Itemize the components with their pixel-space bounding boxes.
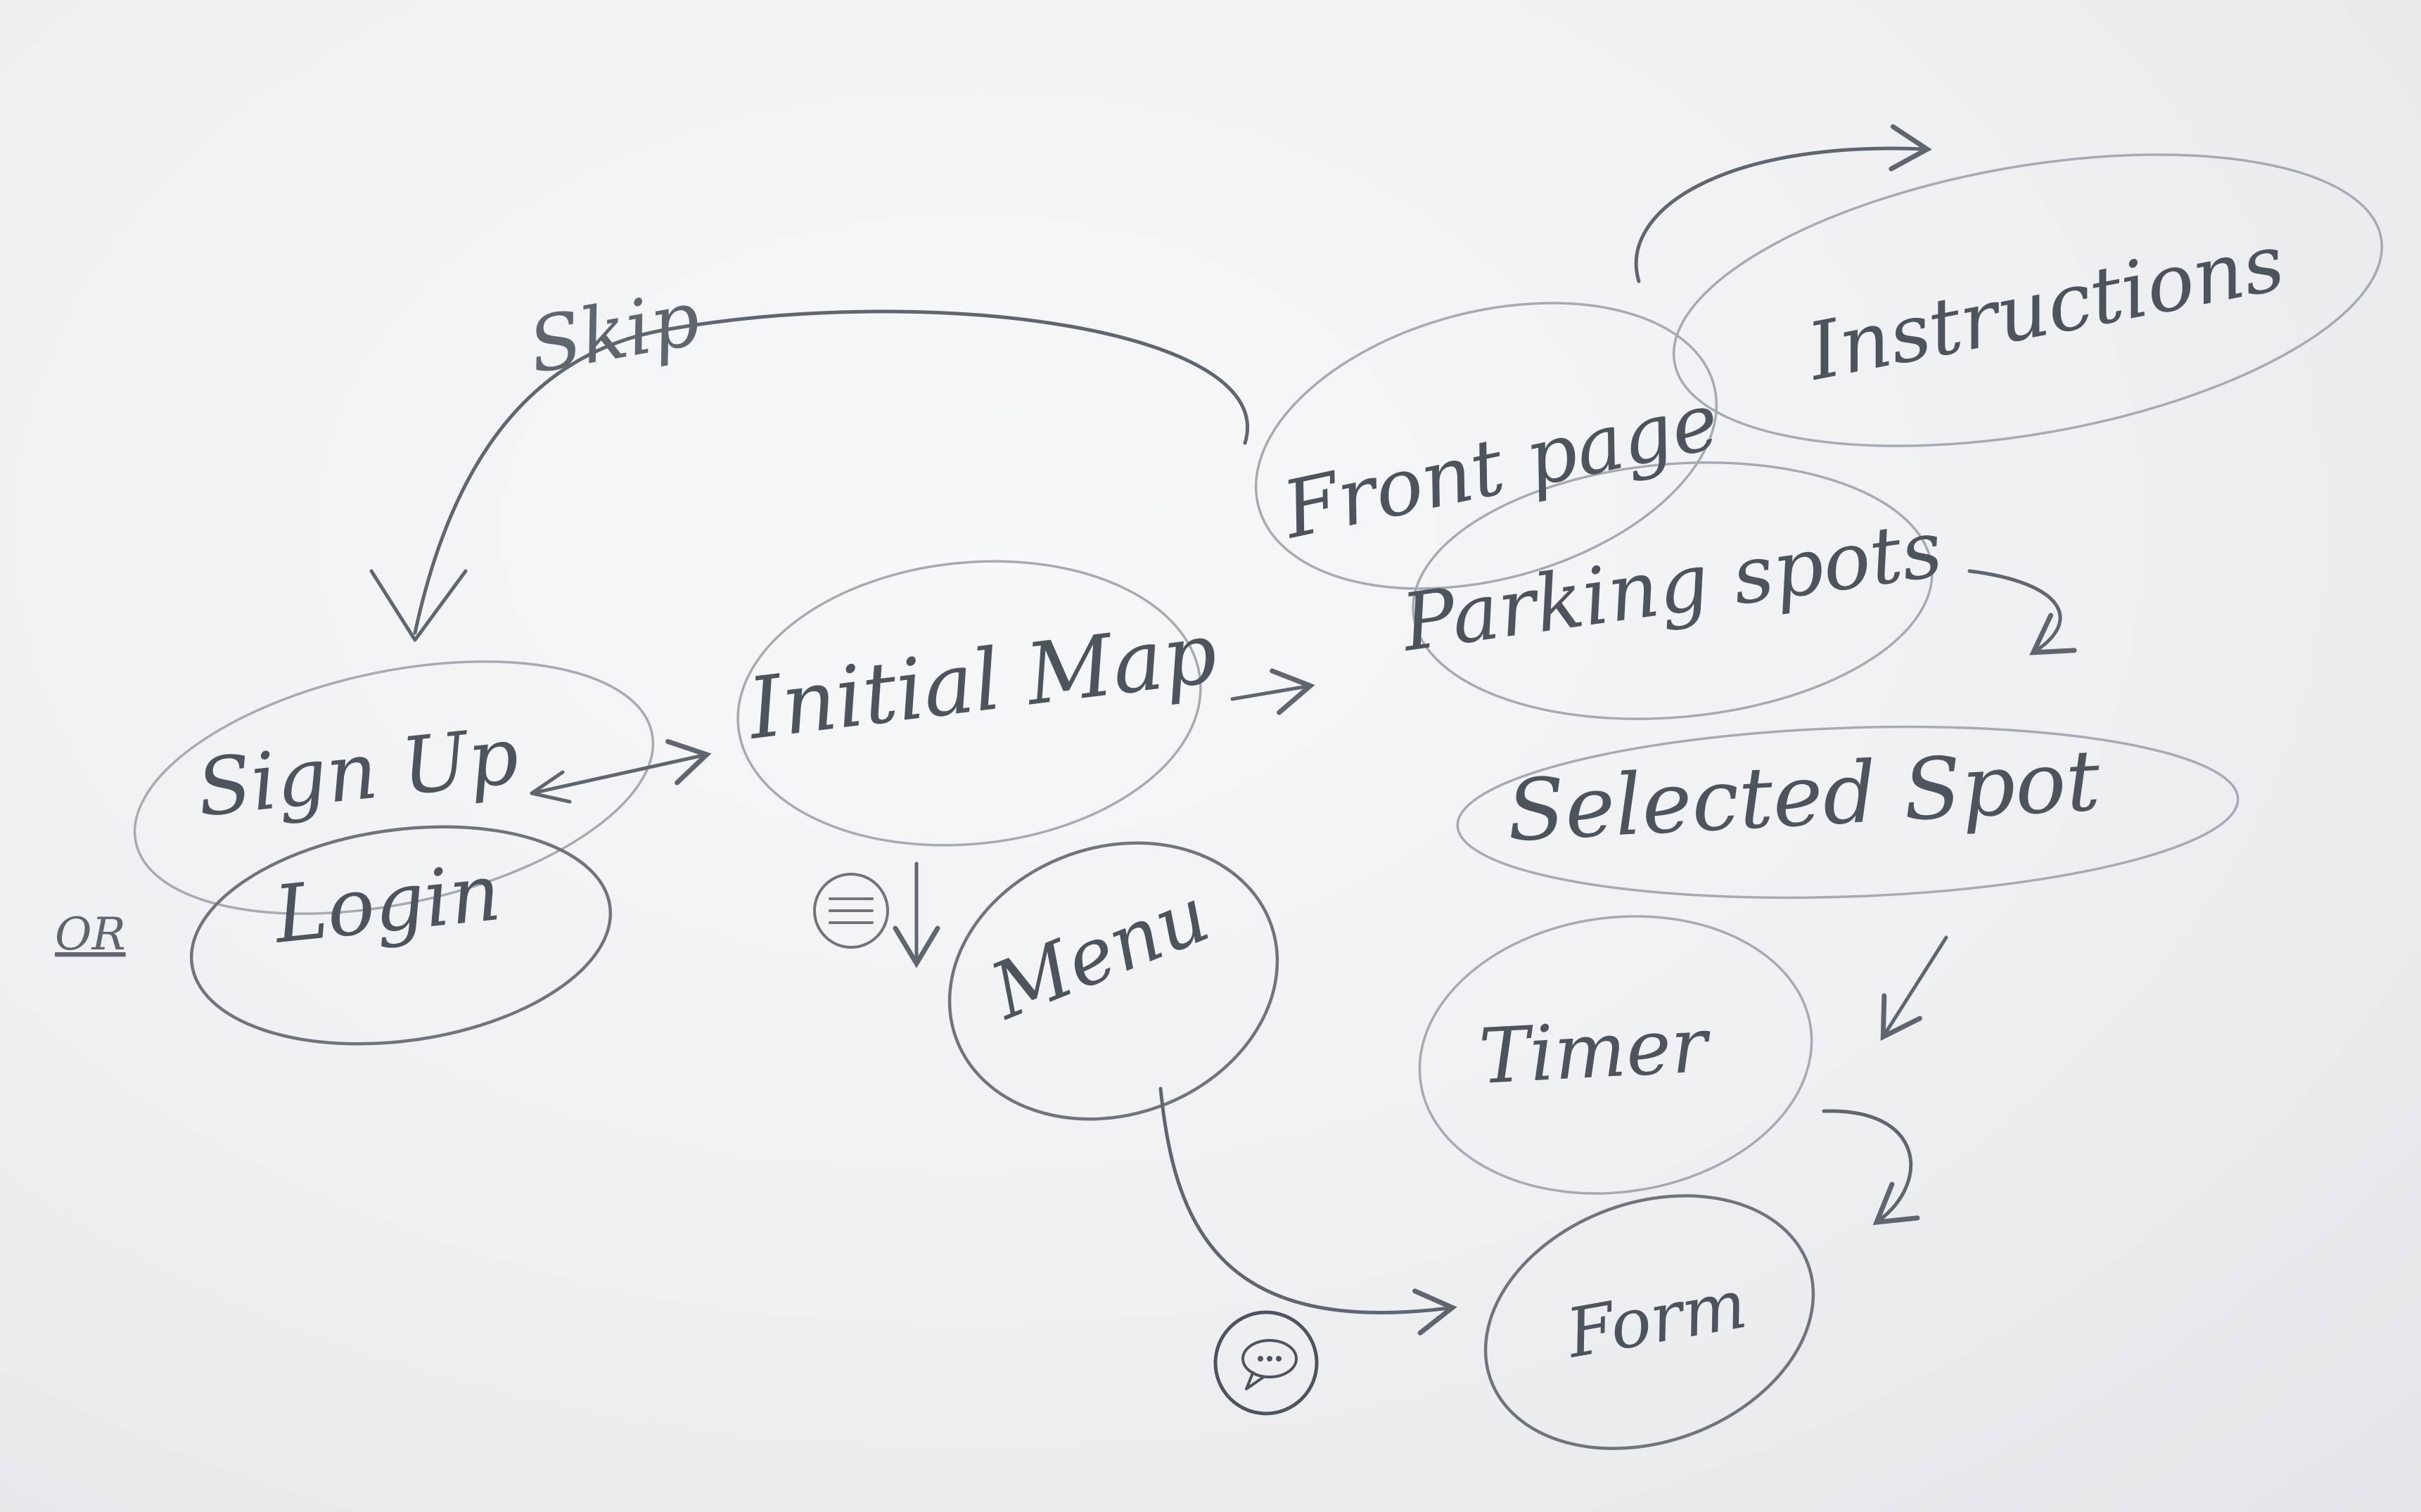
skip-arrowhead [369, 569, 468, 642]
parking-spots-outline [1412, 461, 1934, 720]
initial-map-to-signup-arrowhead [530, 770, 572, 804]
initial-map-label: Initial Map [742, 604, 1222, 759]
skip-arrow [413, 309, 1249, 635]
selected-spot-outline [1456, 725, 2240, 899]
selected-spot-label: Selected Spot [1505, 732, 2102, 861]
timer-outline [1418, 915, 1813, 1195]
menu-to-form-arrow [1158, 1087, 1457, 1335]
timer-to-form-arrow [1822, 1109, 1920, 1226]
parking-spots-label: Parking spots [1395, 503, 1948, 669]
form-label: Form [1560, 1264, 1753, 1373]
login-label: Login [269, 847, 504, 961]
login-outline [189, 825, 613, 1046]
form-outline [1483, 1194, 1815, 1450]
parking-to-selected-arrow [1967, 569, 2077, 655]
hamburger-menu-icon [813, 873, 889, 949]
instructions-label: Instructions [1799, 217, 2291, 399]
front-page-label: Front page [1275, 376, 1727, 557]
instructions-outline [1672, 153, 2384, 447]
sign-up-outline [133, 660, 655, 915]
selected-to-timer-arrow [1880, 935, 1948, 1041]
timer-label: Timer [1477, 1001, 1713, 1101]
initial-map-outline [736, 560, 1202, 847]
menu-label: Menu [978, 869, 1221, 1037]
skip-label: Skip [523, 274, 706, 390]
sign-up-label: Sign Up [193, 710, 523, 835]
initial-map-to-parking-arrow [1230, 668, 1315, 715]
front-page-to-instructions-arrow [1634, 124, 1932, 283]
front-page-outline [1254, 302, 1718, 590]
signup-to-initial-map-arrow [530, 738, 712, 795]
or-label: OR [55, 909, 126, 961]
menu-outline [947, 841, 1279, 1121]
chat-bubble-icon [1213, 1310, 1319, 1416]
